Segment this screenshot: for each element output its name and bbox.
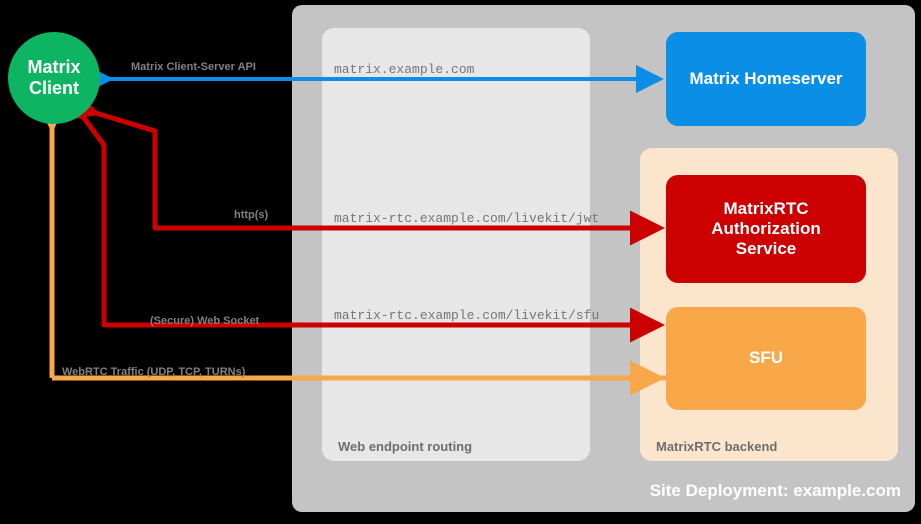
group-web-endpoint-routing xyxy=(322,28,590,461)
node-auth-line1: MatrixRTC xyxy=(723,198,809,218)
edge-label-webrtc-traffic: WebRTC Traffic (UDP, TCP, TURNs) xyxy=(62,366,246,378)
edge-label-matrix-client-server-api: Matrix Client-Server API xyxy=(131,61,256,73)
edge-label-https-auth: http(s) xyxy=(234,209,269,221)
endpoint-label-livekit-jwt: matrix-rtc.example.com/livekit/jwt xyxy=(334,211,600,226)
node-matrix-client-line1: Matrix xyxy=(27,56,81,77)
group-label-web-endpoint-routing: Web endpoint routing xyxy=(338,439,473,454)
node-matrixrtc-authorization-service[interactable]: MatrixRTC Authorization Service xyxy=(666,175,866,283)
node-matrix-client-line2: Client xyxy=(28,78,79,98)
endpoint-label-matrix-example-com: matrix.example.com xyxy=(334,62,475,77)
endpoint-label-livekit-sfu: matrix-rtc.example.com/livekit/sfu xyxy=(334,308,600,323)
node-auth-line3: Service xyxy=(735,239,797,259)
node-matrix-homeserver[interactable]: Matrix Homeserver xyxy=(666,32,866,126)
node-matrix-homeserver-label: Matrix Homeserver xyxy=(689,68,843,88)
node-auth-line2: Authorization xyxy=(711,218,821,238)
edge-label-secure-web-socket: (Secure) Web Socket xyxy=(150,315,260,327)
node-matrix-client[interactable]: Matrix Client xyxy=(8,32,100,124)
node-sfu[interactable]: SFU xyxy=(666,307,866,410)
site-deployment-caption: Site Deployment: example.com xyxy=(649,481,901,500)
group-label-matrixrtc-backend: MatrixRTC backend xyxy=(656,439,778,454)
node-sfu-label: SFU xyxy=(749,348,783,368)
